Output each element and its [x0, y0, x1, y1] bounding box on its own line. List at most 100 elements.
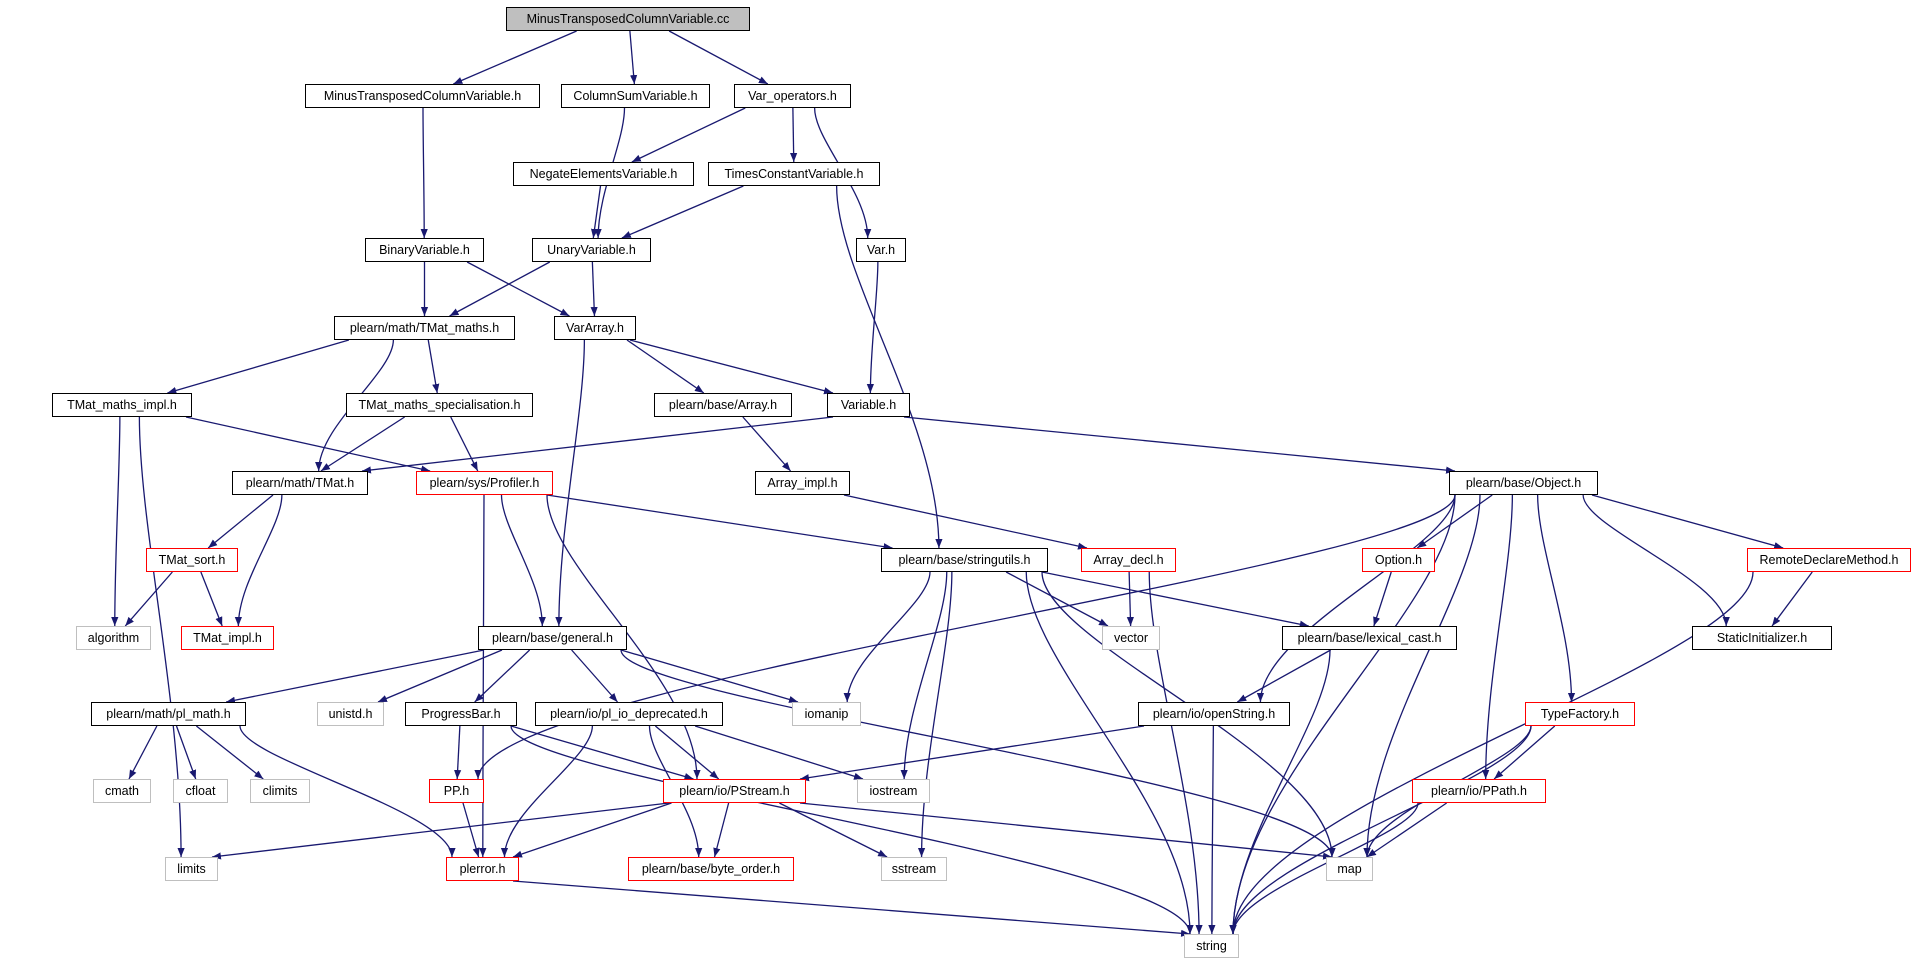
node-times-constant-variable-h[interactable]: TimesConstantVariable.h [708, 162, 880, 186]
node-negate-elements-variable-h[interactable]: NegateElementsVariable.h [513, 162, 694, 186]
node-array-h[interactable]: plearn/base/Array.h [654, 393, 792, 417]
node-column-sum-variable-h[interactable]: ColumnSumVariable.h [561, 84, 710, 108]
edge-openstr-to-pstream [799, 725, 1145, 782]
edge-arrdecl-to-string [1148, 571, 1203, 935]
node-sstream[interactable]: sstream [881, 857, 947, 881]
node-map[interactable]: map [1326, 857, 1373, 881]
edge-general-to-unistd [377, 649, 503, 703]
edge-strutils-to-string [1025, 571, 1194, 935]
node-tmat-maths-specialisation-h[interactable]: TMat_maths_specialisation.h [346, 393, 533, 417]
edge-profiler-to-strutils [546, 494, 893, 551]
node-array-impl-h[interactable]: Array_impl.h [755, 471, 850, 495]
node-static-initializer-h[interactable]: StaticInitializer.h [1692, 626, 1832, 650]
edge-plmath-to-plerror [239, 725, 456, 858]
edge-tmat-to-tmsort [207, 494, 274, 549]
node-minus-transposed-column-variable-h[interactable]: MinusTransposedColumnVariable.h [305, 84, 540, 108]
node-binary-variable-h[interactable]: BinaryVariable.h [365, 238, 484, 262]
node-stringutils-h[interactable]: plearn/base/stringutils.h [881, 548, 1048, 572]
node-pl-io-deprecated-h[interactable]: plearn/io/pl_io_deprecated.h [535, 702, 723, 726]
edge-pstream-to-limits [211, 802, 670, 860]
node-tmat-maths-impl-h[interactable]: TMat_maths_impl.h [52, 393, 192, 417]
edge-general-to-map [620, 649, 1336, 858]
node-ppath-h[interactable]: plearn/io/PPath.h [1412, 779, 1546, 803]
node-profiler-h[interactable]: plearn/sys/Profiler.h [416, 471, 553, 495]
node-iomanip[interactable]: iomanip [792, 702, 861, 726]
node-pl-math-h[interactable]: plearn/math/pl_math.h [91, 702, 246, 726]
node-var-h[interactable]: Var.h [856, 238, 906, 262]
edge-tmaths-to-tmimpl [167, 339, 350, 394]
node-general-h[interactable]: plearn/base/general.h [478, 626, 627, 650]
node-type-factory-h[interactable]: TypeFactory.h [1525, 702, 1635, 726]
node-tmat-maths-h[interactable]: plearn/math/TMat_maths.h [334, 316, 515, 340]
edge-strutils-to-iostream [900, 571, 948, 780]
edge-object-to-map [1363, 494, 1481, 858]
node-plerror-h[interactable]: plerror.h [446, 857, 519, 881]
edge-plmath-to-cfloat [175, 725, 197, 780]
node-variable-h[interactable]: Variable.h [827, 393, 910, 417]
edge-ppath-to-map [1366, 802, 1447, 858]
edge-arrimpl-to-arrdecl [843, 494, 1088, 550]
node-string[interactable]: string [1184, 934, 1239, 958]
edge-binv-to-vararr [466, 261, 570, 317]
node-pp-h[interactable]: PP.h [429, 779, 484, 803]
node-pstream-h[interactable]: plearn/io/PStream.h [663, 779, 806, 803]
node-algorithm[interactable]: algorithm [76, 626, 151, 650]
edge-general-to-plmath [225, 649, 485, 704]
edge-plmath-to-cmath [128, 725, 158, 780]
edge-mtcv-to-binv [420, 107, 428, 239]
edge-progress-to-pp [454, 725, 462, 780]
edge-root-to-csv [629, 30, 638, 85]
node-iostream[interactable]: iostream [857, 779, 930, 803]
node-open-string-h[interactable]: plearn/io/openString.h [1138, 702, 1290, 726]
edge-pstream-to-plerror [512, 802, 672, 858]
edge-tmat-to-tmatimpl [234, 494, 283, 627]
edge-varop-to-tcv [790, 107, 798, 163]
edge-pp-to-plerror [462, 802, 480, 858]
edge-tcv-to-strutils [835, 185, 943, 549]
node-limits[interactable]: limits [165, 857, 218, 881]
node-var-array-h[interactable]: VarArray.h [554, 316, 636, 340]
node-vector[interactable]: vector [1102, 626, 1160, 650]
node-unistd-h[interactable]: unistd.h [317, 702, 384, 726]
node-root-file[interactable]: MinusTransposedColumnVariable.cc [506, 7, 750, 31]
node-remote-declare-method-h[interactable]: RemoteDeclareMethod.h [1747, 548, 1911, 572]
edge-lexcast-to-string [1229, 649, 1331, 935]
node-unary-variable-h[interactable]: UnaryVariable.h [532, 238, 651, 262]
edge-strutils-to-vector [1005, 571, 1109, 627]
edge-tmimpl-to-profiler [185, 416, 431, 473]
edge-varop-to-nev [631, 107, 746, 163]
node-progress-bar-h[interactable]: ProgressBar.h [405, 702, 517, 726]
node-array-decl-h[interactable]: Array_decl.h [1081, 548, 1176, 572]
edge-profiler-to-plerror [479, 494, 487, 858]
edge-variable-to-object [903, 416, 1456, 474]
node-var-operators-h[interactable]: Var_operators.h [734, 84, 851, 108]
node-tmat-impl-h[interactable]: TMat_impl.h [181, 626, 274, 650]
edge-progress-to-string [510, 725, 1194, 935]
node-option-h[interactable]: Option.h [1362, 548, 1435, 572]
edge-typefac-to-ppath [1493, 725, 1556, 780]
edge-object-to-staticinit [1582, 494, 1730, 627]
edge-variable-to-tmat [361, 416, 834, 474]
edge-pliodep-to-plerror [500, 725, 594, 858]
edge-strutils-to-sstream [917, 571, 953, 858]
edge-profiler-to-general [500, 494, 546, 627]
node-climits[interactable]: climits [250, 779, 310, 803]
node-object-h[interactable]: plearn/base/Object.h [1449, 471, 1598, 495]
node-tmat-h[interactable]: plearn/math/TMat.h [232, 471, 368, 495]
node-cmath[interactable]: cmath [93, 779, 151, 803]
edge-general-to-progress [474, 649, 531, 703]
edge-root-to-varop [668, 30, 769, 85]
edge-progress-to-pstream [510, 725, 694, 780]
edge-nev-to-unv [590, 185, 602, 239]
node-byte-order-h[interactable]: plearn/base/byte_order.h [628, 857, 794, 881]
node-tmat-sort-h[interactable]: TMat_sort.h [146, 548, 238, 572]
edge-pstream-to-map [799, 802, 1333, 860]
node-cfloat[interactable]: cfloat [173, 779, 228, 803]
edge-root-to-mtcv [453, 30, 577, 85]
edge-option-to-lexcast [1373, 571, 1392, 627]
node-lexical-cast-h[interactable]: plearn/base/lexical_cast.h [1282, 626, 1457, 650]
edge-lexcast-to-openstr [1237, 649, 1331, 703]
edge-tmsort-to-algorithm [124, 571, 173, 627]
